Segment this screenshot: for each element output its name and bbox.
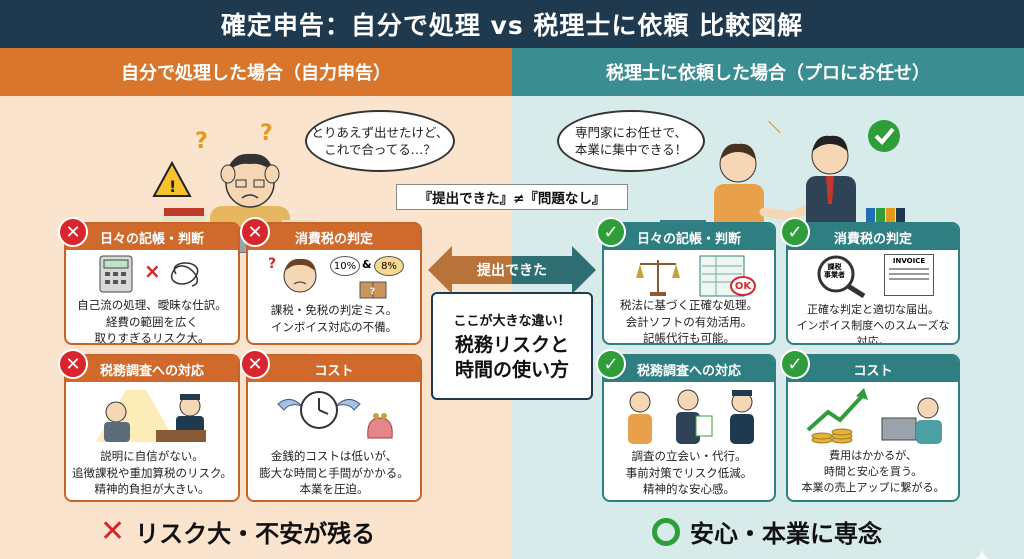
bubble-line: 専門家にお任せで、 [574, 124, 687, 140]
bubble-line: とりあえず出せたけど、 [311, 124, 449, 140]
ok-badge: OK [730, 276, 756, 296]
red-x-icon: ✕ [100, 514, 126, 549]
question-mark-icon: ? [195, 129, 208, 154]
key-difference-box: ここが大きな違い！ 税務リスクと 時間の使い方 [431, 292, 593, 400]
card-line: 事前対策でリスク低減。 [625, 465, 753, 480]
card-line: 追徴課税や重加算税のリスク。 [71, 465, 233, 480]
left-footer-text: リスク大・不安が残る [135, 520, 376, 548]
right-card-tax-audit: 税務調査への対応 調査の立会い・代行。 事前対策でリスク低減。 精神的な安心感。 [602, 354, 776, 502]
left-footer: ✕ リスク大・不安が残る [100, 514, 375, 549]
right-footer: 安心・本業に専念 [652, 514, 882, 549]
right-card-cost: コスト 費用はかかるが、 時間と安心を買う。 本業の売上アップに繋がる。 [786, 354, 960, 502]
card-line: 税法に基づく正確な処理。 [620, 298, 758, 312]
card-line: 本業の売上アップに繋がる。 [801, 480, 945, 494]
audit-support-icon [628, 389, 754, 444]
check-mark-icon: ✓ [596, 217, 626, 247]
label-line: 事業者 [824, 270, 845, 279]
card-line: 経費の範囲を広く [106, 314, 198, 329]
card-line: 時間と安心を買う。 [823, 464, 923, 478]
card-line: 自己流の処理、曖昧な仕訳。 [77, 298, 227, 312]
left-card-tax-audit: 税務調査への対応 説明に自信がない。 追徴課税や重加算税のリスク。 精神的負担が… [64, 354, 240, 502]
left-panel: 自分で処理した場合（自力申告） ? ? ! とりあえず出せたけど、 これで合って… [0, 48, 512, 559]
card-line: 課税・免税の判定ミス。 [270, 303, 398, 317]
card-line: 本業を圧迫。 [299, 482, 369, 497]
page-title: 確定申告：自分で処理 vs 税理士に依頼 比較図解 [0, 0, 1024, 48]
card-title: 税務調査への対応 [66, 356, 238, 382]
card-line: 正確な判定と適切な届出。 [807, 303, 939, 316]
card-line: 膨大な時間と手間がかかる。 [259, 465, 409, 480]
right-panel: 税理士に依頼した場合（プロにお任せ） 専門家にお任せで、 本業に集中できる！ ＼… [512, 48, 1024, 559]
right-card-consumption-tax: 消費税の判定 課税 事業者 INVOICE 正確な判定と適切な届出。 インボイス… [786, 222, 960, 345]
check-mark-icon: ✓ [780, 349, 810, 379]
card-title: 消費税の判定 [788, 224, 958, 250]
card-line: 取りすぎるリスク大。 [94, 331, 210, 345]
card-line: 説明に自信がない。 [100, 449, 204, 463]
box-icon: ? [359, 281, 387, 299]
card-line: 会計ソフトの有効活用。 [625, 314, 753, 329]
check-mark-icon: ✓ [780, 217, 810, 247]
x-mark-icon: ✕ [240, 349, 270, 379]
double-arrow [428, 246, 596, 294]
card-line: 金銭的コストは低いが、 [270, 449, 398, 463]
ampersand-label: & [362, 258, 372, 271]
tax-rate-10-badge: 10% [330, 256, 360, 276]
magnifier-icon [817, 255, 866, 298]
card-line: インボイス制度へのスムーズな対応。 [796, 318, 950, 345]
sparkle-icon [974, 548, 990, 559]
invoice-label: INVOICE [892, 257, 926, 265]
bubble-line: 本業に集中できる！ [574, 142, 688, 157]
svg-text:?: ? [260, 121, 273, 146]
calculator-tangle-icon: × [99, 255, 199, 293]
right-card-bookkeeping: 日々の記帳・判断 OK 税法に基づく正確な処理。 会計ソフトの有効活用。 記帳代… [602, 222, 776, 345]
left-card-bookkeeping: 日々の記帳・判断 × 自己流の処理、曖昧な仕訳。 経費の範囲を広く 取りすぎるリ… [64, 222, 240, 345]
left-card-cost: コスト 金銭的コストは低いが、 膨大な時間と手間がかかる。 本業を圧迫。 [246, 354, 422, 502]
svg-text:×: × [144, 259, 161, 283]
card-line: 精神的負担が大きい。 [94, 482, 210, 497]
growth-coins-icon [806, 388, 942, 444]
green-circle-icon [652, 517, 680, 546]
svg-text:!: ! [169, 177, 176, 196]
svg-text:?: ? [370, 287, 375, 297]
card-title: コスト [788, 356, 958, 382]
x-mark-icon: ✕ [58, 217, 88, 247]
card-title: 消費税の判定 [248, 224, 420, 250]
label-line: 課税 [827, 263, 842, 271]
key-difference-line3: 時間の使い方 [454, 358, 569, 381]
arrow-label: 提出できた [477, 263, 547, 279]
check-icon [868, 120, 900, 152]
tax-rate-8-badge: 8% [374, 256, 404, 276]
svg-text:＼: ＼ [768, 120, 781, 136]
check-mark-icon: ✓ [596, 349, 626, 379]
worry-speech-bubble: とりあえず出せたけど、 これで合ってる…？ [305, 110, 455, 172]
x-mark-icon: ✕ [240, 217, 270, 247]
right-header: 税理士に依頼した場合（プロにお任せ） [512, 48, 1024, 96]
right-footer-text: 安心・本業に専念 [690, 520, 882, 548]
card-line: 記帳代行も可能。 [643, 331, 735, 345]
left-card-consumption-tax: 消費税の判定 ? 10% & 8% ? 課税・免税の判定ミス。 インボイス対応の… [246, 222, 422, 345]
card-line: インボイス対応の不備。 [270, 319, 398, 334]
key-difference-line1: ここが大きな違い！ [453, 313, 571, 329]
audit-scene-icon [96, 390, 206, 442]
warning-icon: ! [152, 160, 192, 197]
key-difference-line2: 税務リスクと [454, 333, 569, 356]
card-title: 日々の記帳・判断 [66, 224, 238, 250]
left-header: 自分で処理した場合（自力申告） [0, 48, 512, 96]
card-title: 日々の記帳・判断 [604, 224, 774, 250]
not-equal-note: 『提出できた』≠『問題なし』 [396, 184, 628, 210]
confused-person-icon: ? [268, 256, 317, 293]
bubble-line: これで合ってる…？ [324, 142, 436, 157]
card-line: 調査の立会い・代行。 [631, 449, 747, 463]
taxable-business-label: 課税 事業者 [824, 263, 845, 279]
svg-text:?: ? [268, 256, 276, 272]
card-title: 税務調査への対応 [604, 356, 774, 382]
card-line: 費用はかかるが、 [829, 449, 917, 462]
card-title: コスト [248, 356, 420, 382]
relief-speech-bubble: 専門家にお任せで、 本業に集中できる！ [557, 110, 705, 172]
invoice-document: INVOICE [884, 254, 934, 296]
card-line: 精神的な安心感。 [643, 482, 735, 497]
flying-clock-wallet-icon [277, 391, 393, 439]
x-mark-icon: ✕ [58, 349, 88, 379]
